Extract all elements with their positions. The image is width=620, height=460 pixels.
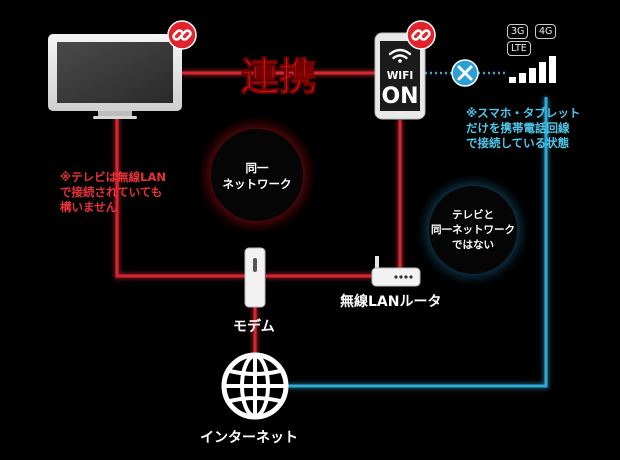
link-icon xyxy=(167,20,197,50)
badge-4g: 4G xyxy=(535,24,557,39)
wifi-icon xyxy=(388,48,412,60)
on-label: ON xyxy=(381,84,418,109)
phone-note: ※スマホ・タブレット だけを携帯電話回線 で接続している状態 xyxy=(466,106,581,150)
tv-note: ※テレビは無線LAN で接続されていても 構いません xyxy=(60,170,167,214)
blue-mobile-line xyxy=(288,97,549,389)
globe-icon xyxy=(221,352,289,420)
badge-lte: LTE xyxy=(507,41,531,56)
badge-3g: 3G xyxy=(507,24,529,39)
signal-bars-icon xyxy=(509,56,556,83)
same-network-text: 同一 ネットワーク xyxy=(222,161,292,191)
link-icon xyxy=(406,20,436,50)
smartphone-icon: WIFI ON xyxy=(374,32,426,120)
tv-icon xyxy=(48,34,182,119)
not-same-network-circle xyxy=(416,173,530,287)
internet-label: インターネット xyxy=(200,430,298,446)
modem-icon xyxy=(244,247,266,308)
not-same-network-text: テレビと 同一ネットワーク ではない xyxy=(431,209,515,251)
tv-modem-line xyxy=(115,117,246,278)
wifi-label: WIFI xyxy=(387,70,414,82)
router-label: 無線LANルータ xyxy=(340,294,442,310)
link-label: 連携 xyxy=(241,55,317,99)
same-network-circle xyxy=(197,115,317,235)
x-icon xyxy=(451,59,479,87)
router-icon xyxy=(371,256,421,287)
modem-label: モデム xyxy=(233,319,275,335)
